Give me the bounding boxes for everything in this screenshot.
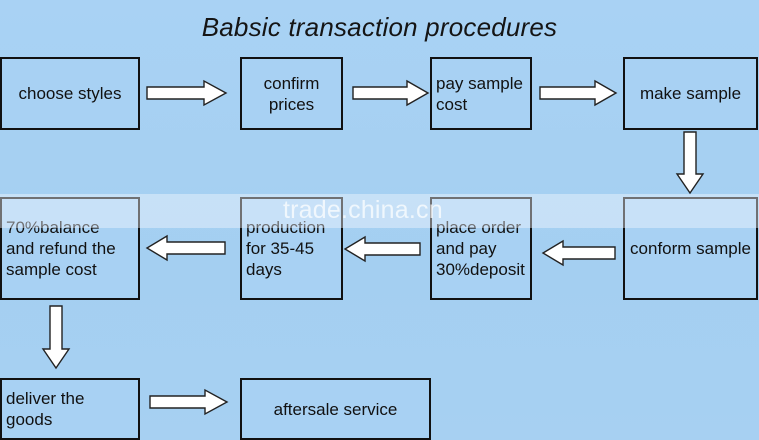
step-production: production for 35-45 days [240,197,343,300]
step-conform-sample: conform sample [623,197,758,300]
step-confirm-prices: confirm prices [240,57,343,130]
step-aftersale-service: aftersale service [240,378,431,440]
diagram-title: Babsic transaction procedures [201,12,558,42]
left-arrow-icon [343,235,421,263]
step-place-order: place order and pay 30%deposit [430,197,532,300]
right-arrow-icon [149,388,229,416]
step-make-sample: make sample [623,57,758,130]
down-arrow-icon [675,131,705,195]
step-balance-refund: 70%balance and refund the sample cost [0,197,140,300]
right-arrow-icon [352,79,430,107]
step-deliver-goods: deliver the goods [0,378,140,440]
step-pay-sample-cost: pay sample cost [430,57,532,130]
step-choose-styles: choose styles [0,57,140,130]
left-arrow-icon [541,239,616,267]
left-arrow-icon [145,234,226,262]
down-arrow-icon [41,305,71,370]
right-arrow-icon [539,79,618,107]
right-arrow-icon [146,79,228,107]
